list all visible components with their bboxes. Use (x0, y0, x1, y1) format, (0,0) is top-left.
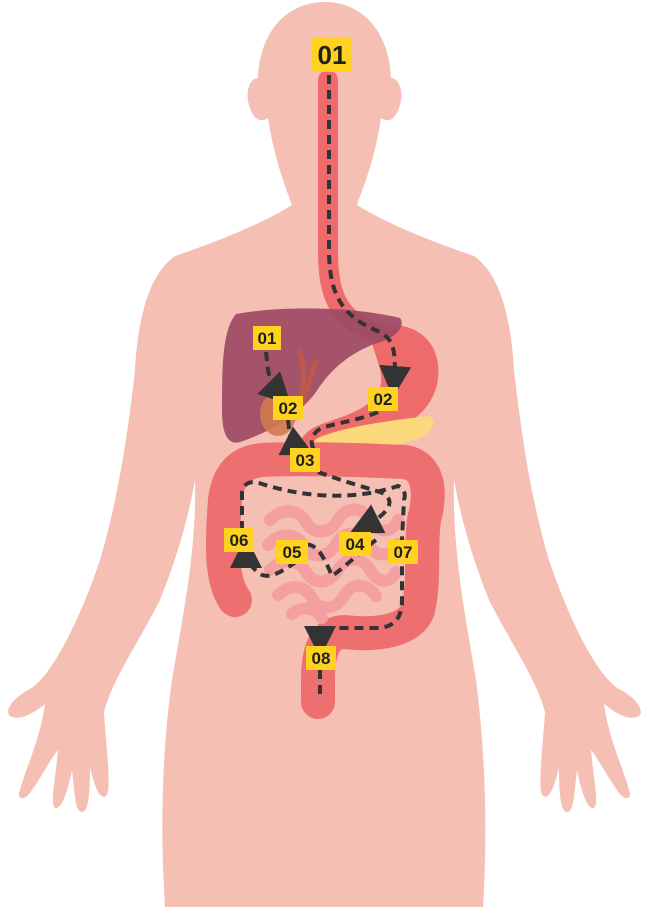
label-rectum-08: 08 (306, 646, 336, 670)
flow-path-esophagus (327, 75, 412, 398)
flow-path-stomach-duodenum (309, 410, 379, 454)
label-liver-01: 01 (253, 326, 281, 350)
label-descending-colon-07: 07 (388, 540, 418, 564)
label-ascending-colon-06: 06 (224, 528, 254, 552)
label-small-intestine-05: 05 (276, 540, 308, 564)
large-intestine (205, 442, 445, 719)
label-duodenum-03: 03 (290, 448, 320, 472)
label-small-intestine-04: 04 (339, 532, 371, 556)
label-gallbladder-02: 02 (273, 396, 303, 420)
flow-path-colon (240, 480, 407, 658)
flow-path-liver-gallbladder (257, 351, 292, 406)
flow-path-gallbladder-duodenum (278, 419, 315, 456)
label-brain-01: 01 (312, 38, 352, 72)
label-stomach-02: 02 (368, 387, 398, 411)
flow-path-to-ascending-colon (230, 536, 298, 578)
